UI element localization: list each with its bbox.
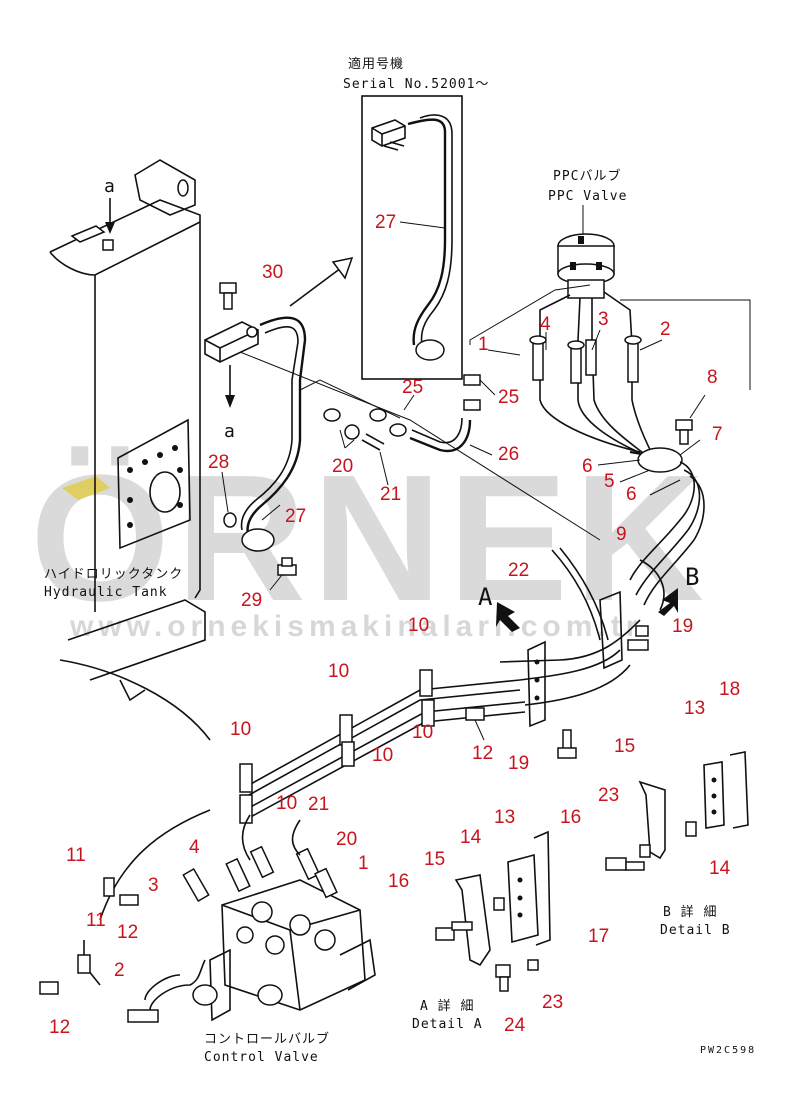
callout-19-upper: 19 [672, 616, 693, 637]
detail-a-en: Detail A [412, 1017, 483, 1032]
marker-view-a: A [478, 583, 493, 611]
callout-10-f: 10 [276, 793, 297, 814]
serial-inset-frame [361, 95, 463, 380]
callout-6-a: 6 [582, 456, 593, 477]
callout-7: 7 [712, 424, 723, 445]
callout-24: 24 [504, 1015, 526, 1036]
callout-14-a: 14 [460, 827, 482, 848]
callout-15-a: 15 [424, 849, 445, 870]
callout-12-cv: 12 [117, 922, 138, 943]
callout-18: 18 [719, 679, 740, 700]
detail-a-jp: A 詳 細 [420, 998, 474, 1014]
callout-23-b: 23 [598, 785, 619, 806]
callout-17: 17 [588, 926, 609, 947]
leader-27-inset [399, 221, 446, 229]
callout-27-inset: 27 [375, 212, 396, 233]
callouts: 27 30 4 3 2 1 25 25 8 7 20 21 26 28 6 5 … [49, 212, 740, 1038]
detail-a: A 詳 細 Detail A [412, 830, 551, 1032]
ppc-valve-en: PPC Valve [548, 189, 627, 204]
marker-view-b: B [685, 563, 700, 591]
callout-21-upper: 21 [380, 484, 401, 505]
callout-16-b: 16 [560, 807, 581, 828]
callout-1-ppc: 1 [478, 334, 489, 355]
drawing-code: PW2C598 [700, 1045, 756, 1056]
callout-20-upper: 20 [332, 456, 353, 477]
callout-4-ppc: 4 [540, 314, 551, 335]
serial-text: Serial No.52001～ [343, 77, 489, 92]
serial-title: 適用号機 [348, 56, 404, 72]
callout-1-cv: 1 [358, 853, 369, 874]
hydraulic-tank: a ハイドロリックタンク Hydraulic Tank [44, 159, 206, 702]
detail-b-en: Detail B [660, 923, 731, 938]
callout-10-b: 10 [328, 661, 349, 682]
inset-clamp [415, 339, 445, 361]
inset-connector-block [371, 119, 406, 147]
callout-10-c: 10 [412, 722, 433, 743]
callout-29: 29 [241, 590, 262, 611]
callout-21-lower: 21 [308, 794, 329, 815]
control-valve-jp: コントロールバルブ [204, 1031, 330, 1047]
callout-25-a: 25 [402, 377, 423, 398]
callout-10-e: 10 [372, 745, 393, 766]
callout-5: 5 [604, 471, 615, 492]
callout-20-lower: 20 [336, 829, 357, 850]
inset-pipe-27 [407, 118, 447, 346]
detail-b: B 詳 細 Detail B [605, 751, 749, 938]
callout-4-cv: 4 [189, 837, 200, 858]
callout-27-main: 27 [285, 506, 306, 527]
callout-11-a: 11 [66, 845, 86, 866]
control-valve: コントロールバルブ Control Valve [39, 814, 376, 1065]
callout-10-d: 10 [230, 719, 251, 740]
small-parts-upper [221, 374, 496, 591]
callout-3-cv: 3 [148, 875, 159, 896]
callout-9: 9 [616, 524, 627, 545]
callout-15-b: 15 [614, 736, 635, 757]
callout-13-b: 13 [684, 698, 705, 719]
ppc-valve-jp: PPCバルブ [553, 168, 621, 184]
detail-b-jp: B 詳 細 [663, 904, 717, 920]
callout-12-lower: 12 [49, 1017, 70, 1038]
marker-a-mid: a [224, 421, 236, 442]
callout-6-b: 6 [626, 484, 637, 505]
callout-12-mid: 12 [472, 743, 493, 764]
callout-16-a: 16 [388, 871, 409, 892]
callout-28: 28 [208, 452, 229, 473]
serial-inset: 適用号機 Serial No.52001～ [343, 56, 489, 380]
ppc-valve: PPCバルブ PPC Valve [469, 168, 751, 461]
callout-11-b: 11 [86, 910, 106, 931]
arrow-view-b [658, 588, 678, 616]
pipe-assembly: a [204, 256, 601, 552]
callout-2-cv: 2 [114, 960, 125, 981]
marker-a-top: a [104, 176, 116, 197]
watermark-url: www.ornekismakinalari.com.tr [69, 610, 642, 643]
callout-13-a: 13 [494, 807, 515, 828]
callout-14-b: 14 [709, 858, 731, 879]
control-valve-en: Control Valve [204, 1050, 319, 1065]
hydraulic-tank-en: Hydraulic Tank [44, 585, 168, 600]
ppc-hoses [487, 329, 705, 606]
main-hoses: A B [59, 547, 700, 921]
callout-25-b: 25 [498, 387, 519, 408]
callout-26: 26 [498, 444, 519, 465]
bolt-8 [675, 394, 706, 445]
callout-2-ppc: 2 [660, 319, 671, 340]
callout-23-a: 23 [542, 992, 563, 1013]
callout-8: 8 [707, 367, 718, 388]
callout-3-ppc: 3 [598, 309, 609, 330]
hydraulic-tank-jp: ハイドロリックタンク [44, 567, 183, 582]
callout-19-lower: 19 [508, 753, 529, 774]
arrow-view-a [496, 602, 520, 632]
callout-22: 22 [508, 560, 529, 581]
watermark-accent [62, 476, 110, 500]
callout-30: 30 [262, 262, 283, 283]
callout-10-a: 10 [408, 615, 429, 636]
